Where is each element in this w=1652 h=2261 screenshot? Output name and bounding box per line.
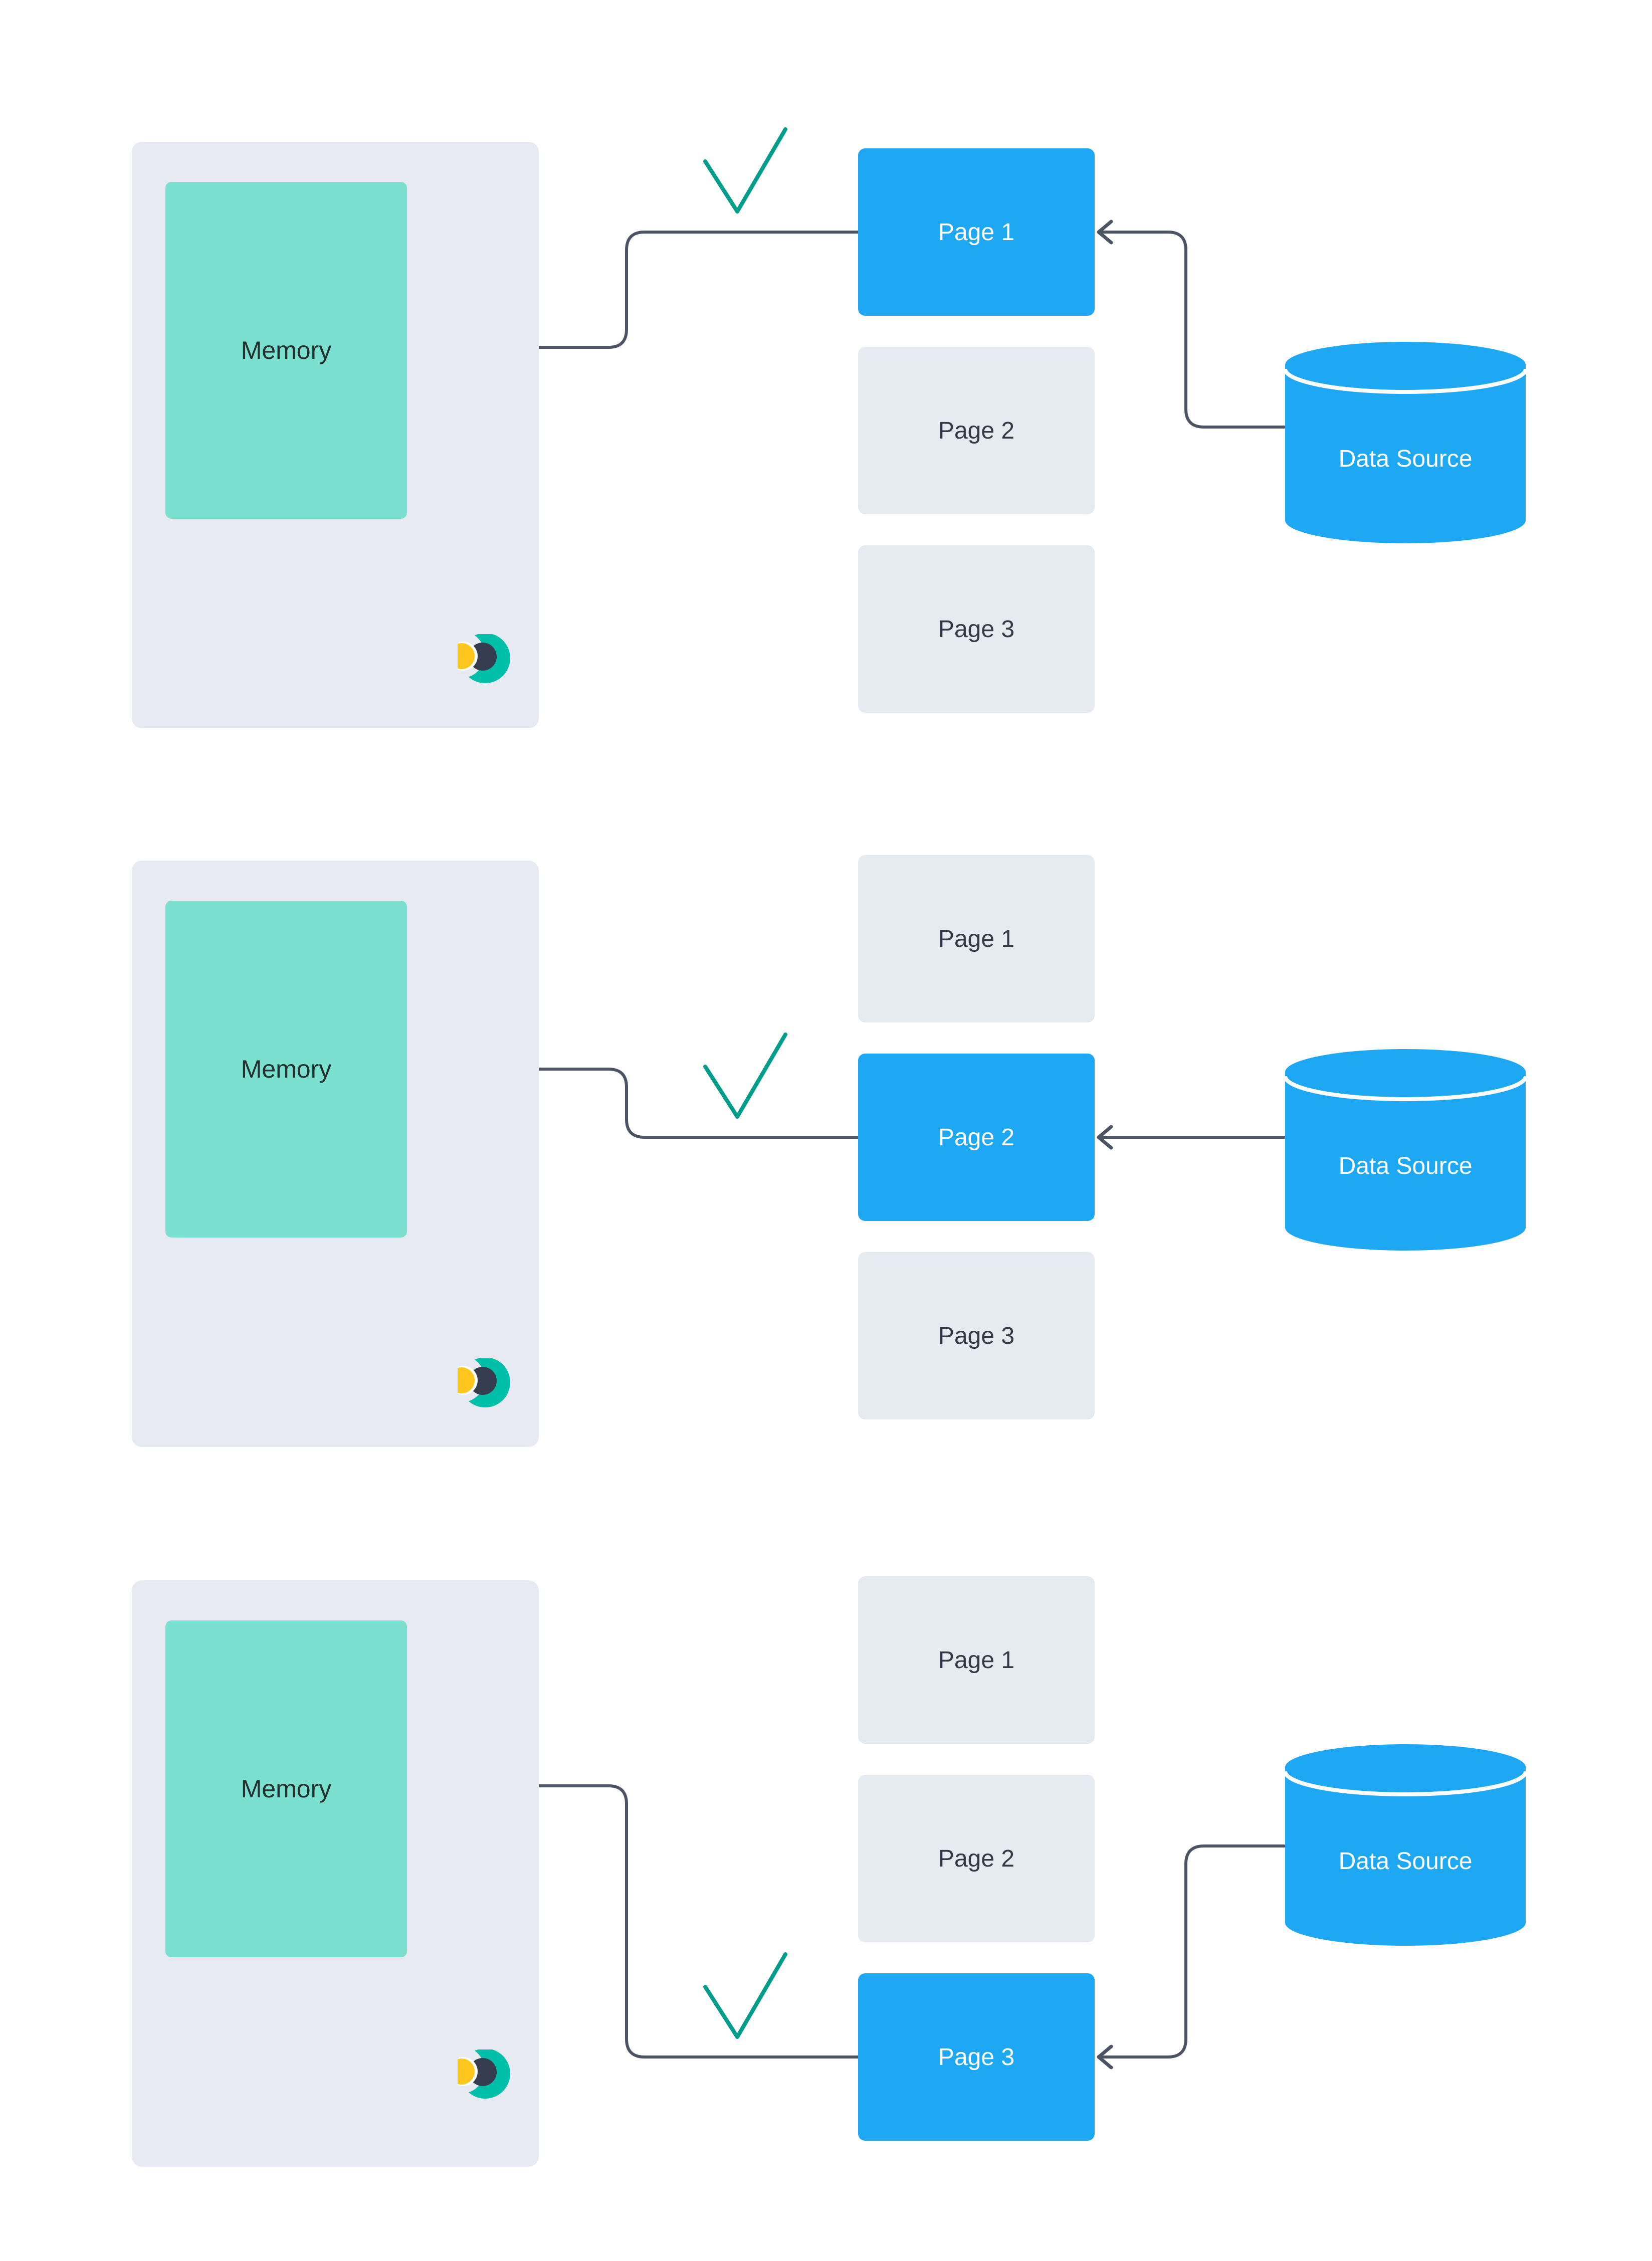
page-label: Page 2 — [938, 1845, 1015, 1872]
logo-icon — [458, 2049, 510, 2099]
page-label: Page 1 — [938, 925, 1015, 952]
page-box: Page 2 — [858, 347, 1095, 514]
database-icon — [1284, 1049, 1527, 1251]
arrowhead-into-page1 — [1097, 220, 1113, 245]
check-icon — [703, 1952, 787, 2039]
datasource-cylinder: Data Source — [1284, 1742, 1527, 1948]
scenario-2-connectors — [410, 1033, 1286, 1150]
logo-icon — [458, 634, 510, 683]
memory-box: Memory — [165, 1620, 407, 1957]
memory-label: Memory — [241, 336, 332, 364]
check-icon — [703, 127, 787, 214]
memory-box: Memory — [165, 182, 407, 519]
page-label: Page 3 — [938, 2043, 1015, 2071]
datasource-label: Data Source — [1338, 446, 1473, 472]
datasource-label: Data Source — [1338, 1153, 1473, 1179]
page-box: Page 3 — [858, 545, 1095, 713]
database-icon — [1284, 1744, 1527, 1946]
datasource-cylinder: Data Source — [1284, 340, 1527, 545]
page-label: Page 1 — [938, 219, 1015, 246]
page-label: Page 3 — [938, 615, 1015, 643]
connector-page2-to-memory — [415, 1068, 860, 1139]
arrowhead-into-page3 — [1097, 2044, 1113, 2070]
arrowhead-into-page2 — [1097, 1125, 1113, 1150]
memory-panel: Memory — [132, 861, 539, 1447]
datasource-label: Data Source — [1338, 1848, 1473, 1875]
page-label: Page 2 — [938, 417, 1015, 444]
page-box: Page 1 — [858, 855, 1095, 1022]
memory-label: Memory — [241, 1055, 332, 1083]
logo-icon — [458, 1358, 510, 1407]
page-box: Page 2 — [858, 1775, 1095, 1942]
memory-panel: Memory — [132, 142, 539, 728]
connector-page1-to-memory — [415, 231, 860, 349]
page-label: Page 2 — [938, 1124, 1015, 1151]
scenario-3-connectors — [410, 1773, 1286, 2070]
database-icon — [1284, 342, 1527, 543]
page-box-loaded: Page 2 — [858, 1054, 1095, 1221]
scenario-1-connectors — [410, 127, 1286, 429]
page-box: Page 3 — [858, 1252, 1095, 1419]
page-label: Page 1 — [938, 1647, 1015, 1674]
page-box-loaded: Page 1 — [858, 148, 1095, 316]
page-label: Page 3 — [938, 1322, 1015, 1349]
memory-box: Memory — [165, 901, 407, 1238]
check-icon — [703, 1033, 787, 1119]
page-box-loaded: Page 3 — [858, 1973, 1095, 2141]
connector-page3-to-memory — [415, 1784, 860, 2059]
memory-label: Memory — [241, 1775, 332, 1803]
page-box: Page 1 — [858, 1576, 1095, 1744]
datasource-cylinder: Data Source — [1284, 1047, 1527, 1253]
connector-datasource-to-page3 — [1101, 1844, 1286, 2059]
connector-datasource-to-page1 — [1101, 231, 1286, 429]
